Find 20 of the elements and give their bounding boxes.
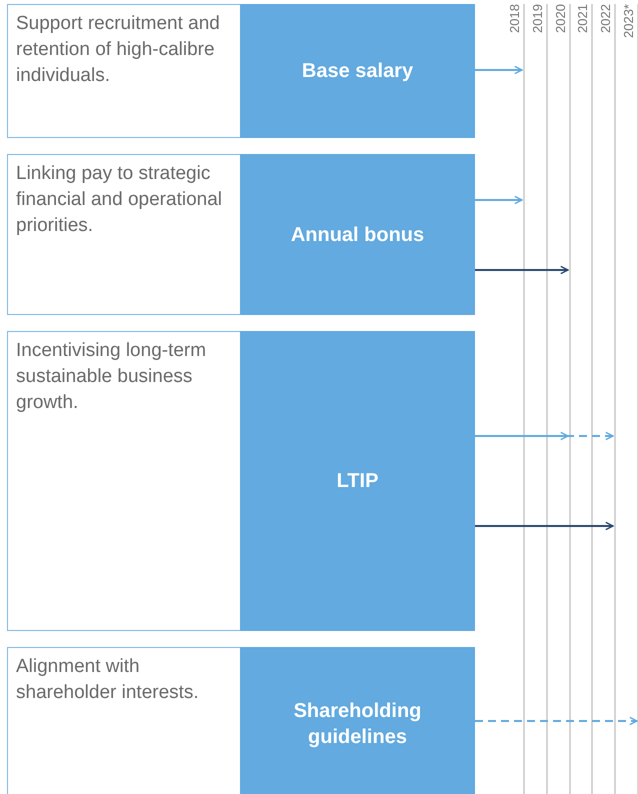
text-box: Linking pay to strategic financial and operational priorities. [7,154,241,315]
arrow [475,196,523,204]
component-box: Annual bonus [240,154,475,315]
arrow [475,66,523,74]
year-label: 2020 [553,4,568,33]
text-box: Support recruitment and retention of high-calibre individuals. [7,4,241,138]
component-box: LTIP [240,331,475,631]
year-label: 2021 [575,4,590,33]
year-label: 2023* [621,4,636,38]
component-box: Shareholding guidelines [240,647,475,794]
arrow [475,522,614,530]
text-box: Incentivising long-term sustainable business growth. [7,331,241,631]
arrow [475,266,569,274]
arrow [475,432,569,440]
year-label: 2019 [530,4,545,33]
year-label: 2018 [507,4,522,33]
year-label: 2022 [598,4,613,33]
arrow [475,716,638,726]
component-box: Base salary [240,4,475,138]
text-box: Alignment with shareholder interests. [7,647,241,794]
